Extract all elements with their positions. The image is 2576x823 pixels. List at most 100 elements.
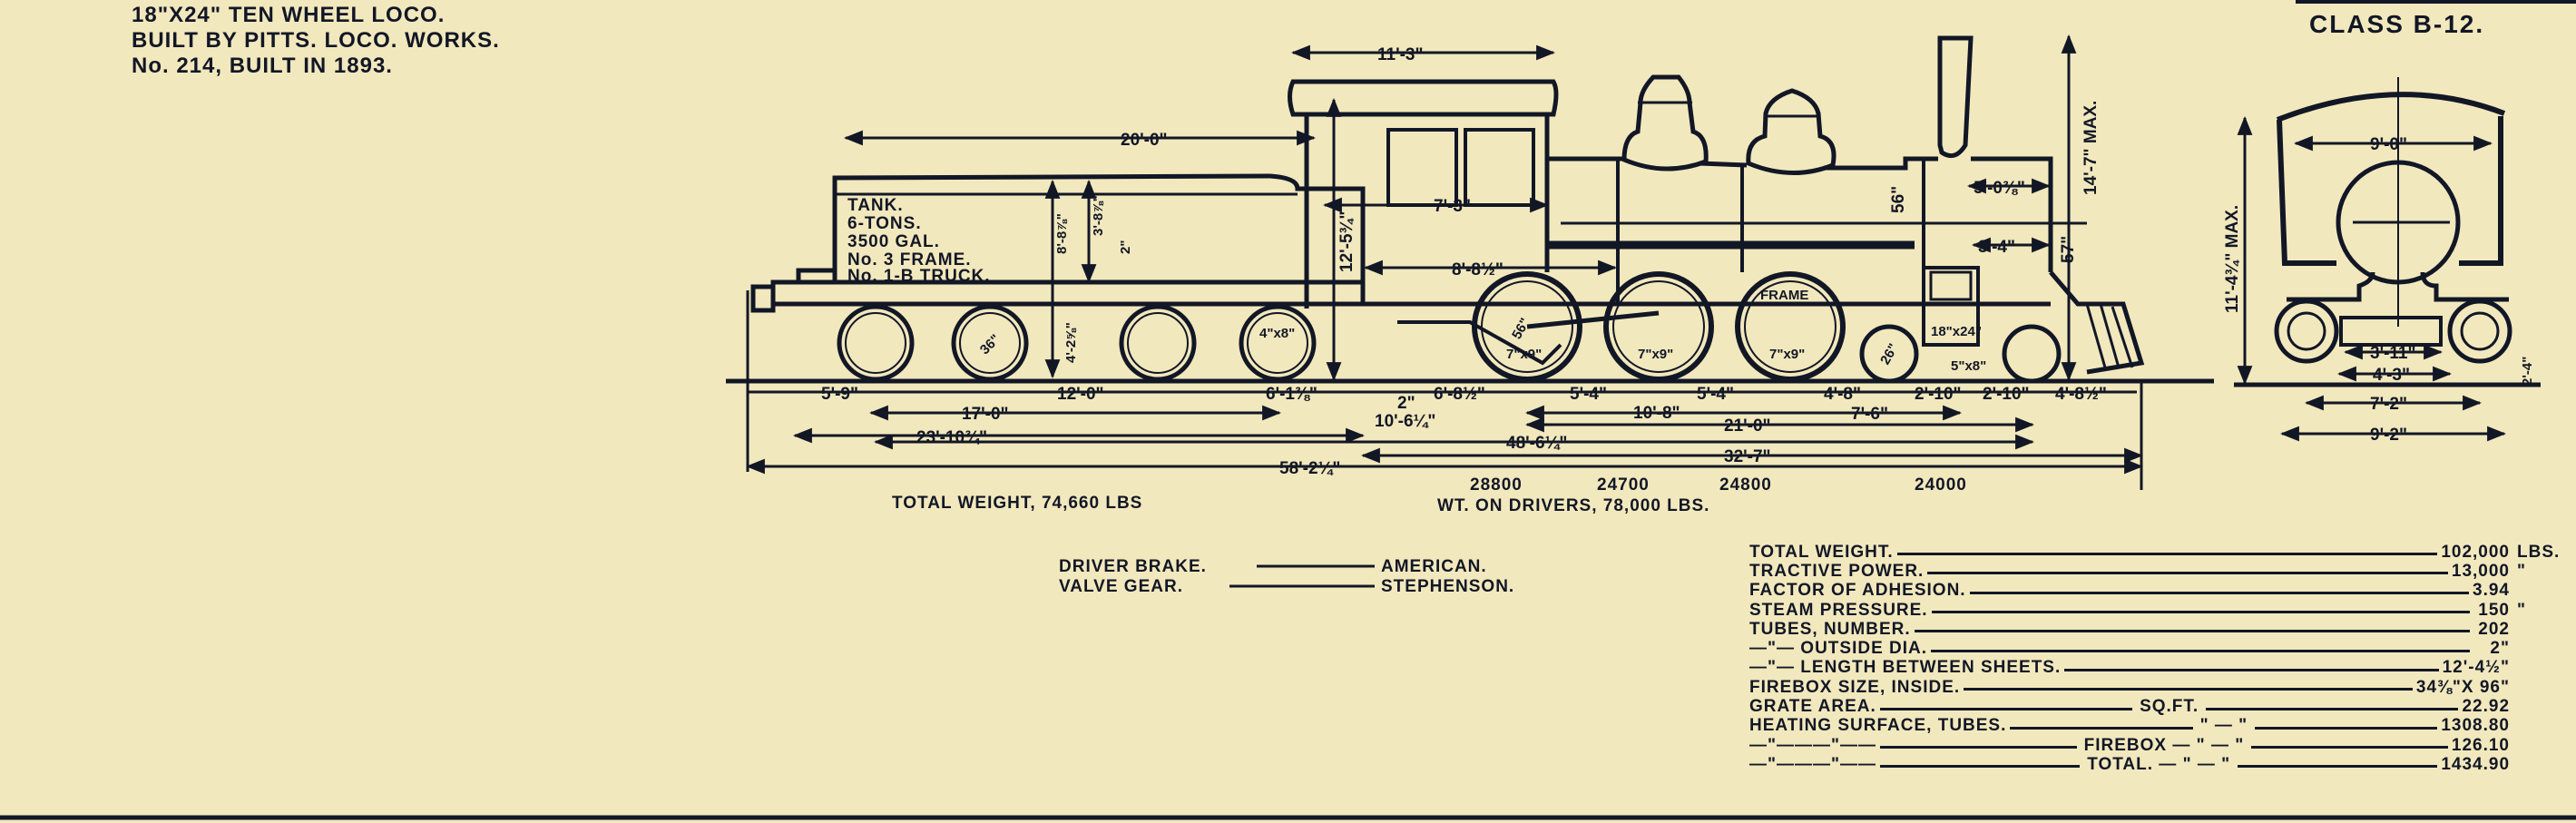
tender-total-weight: TOTAL WEIGHT, 74,660 LBS <box>892 494 1142 513</box>
dim-row1-10: 4'-8½" <box>2055 385 2107 404</box>
spec-row: —"———"—— FIREBOX — " — " 126.10 <box>1749 736 2573 755</box>
locomotive <box>1288 35 2145 375</box>
spec-value: 126.10 <box>2451 735 2510 755</box>
leader-line <box>1931 649 2470 652</box>
leader-line <box>1969 591 2470 594</box>
driver-diameter: 56" <box>1509 316 1533 342</box>
dim-max-height: 14'-7" MAX. <box>2081 101 2101 195</box>
spec-label: HEATING SURFACE, TUBES. <box>1749 716 2007 736</box>
spec-mid: " — " <box>2199 716 2248 736</box>
dim-cab-length: 7'-3" <box>1434 197 1471 216</box>
dim-row1-2: 6'-1⅜" <box>1266 385 1317 404</box>
dim-row1-9: 2'-10" <box>1983 385 2030 404</box>
tender-label-tons: 6-TONS. <box>847 214 922 233</box>
spec-value: 150 <box>2478 600 2510 620</box>
spec-value: 3.94 <box>2473 581 2510 601</box>
spec-label: FIREBOX SIZE, INSIDE. <box>1749 677 1961 697</box>
spec-label: —"— LENGTH BETWEEN SHEETS. <box>1749 658 2062 678</box>
dim-row1-8: 2'-10" <box>1915 385 1962 404</box>
leader-line <box>1964 688 2413 691</box>
spec-row: HEATING SURFACE, TUBES. " — " 1308.80 <box>1749 716 2573 736</box>
truck-journal: 5"x8" <box>1951 358 1986 374</box>
spec-label: TRACTIVE POWER. <box>1749 561 1925 581</box>
dim-tender-length: 20'-0" <box>1121 131 1168 150</box>
dim-truck-distance: 7'-6" <box>1851 405 1888 424</box>
spec-row: TOTAL WEIGHT. 102,000 LBS. <box>1749 543 2573 562</box>
title-line-2: BUILT BY PITTS. LOCO. WORKS. <box>132 28 500 53</box>
spec-value: 1308.80 <box>2441 716 2510 736</box>
tender-label-frame: No. 3 FRAME. <box>847 250 972 269</box>
driver-journal-1: 7"x9" <box>1506 347 1542 362</box>
valve-gear-value: STEPHENSON. <box>1381 577 1514 596</box>
leader-line <box>1880 765 2081 769</box>
end-cab-width: 9'-0" <box>2370 135 2407 154</box>
leader-line <box>2251 746 2448 750</box>
leader-line <box>1914 630 2470 633</box>
leader-line <box>2010 726 2193 730</box>
dim-gap: 10'-6¼" <box>1375 412 1435 431</box>
tender-wheel-diameter: 36" <box>977 331 1004 358</box>
dim-cab-height: 12'-5¾" <box>1337 211 1357 272</box>
tender-wheels <box>837 304 1317 382</box>
tender-label-tank: TANK. <box>847 196 904 215</box>
spec-label: TOTAL WEIGHT. <box>1749 542 1894 562</box>
spec-row: GRATE AREA. SQ.FT. 22.92 <box>1749 697 2573 716</box>
axle-weight-4: 24000 <box>1915 475 1967 495</box>
dim-row1-1: 12'-0" <box>1057 385 1104 404</box>
weight-on-drivers: WT. ON DRIVERS, 78,000 LBS. <box>1437 496 1709 515</box>
spec-unit: LBS. <box>2517 542 2561 562</box>
title-line-3: No. 214, BUILT IN 1893. <box>132 54 393 78</box>
driver-journal-3: 7"x9" <box>1769 347 1805 362</box>
dim-row1-4: 6'-8½" <box>1434 385 1485 404</box>
tender-label-truck: No. 1-B TRUCK. <box>847 267 991 286</box>
leader-line <box>1896 553 2438 556</box>
frame-label: FRAME <box>1760 288 1808 303</box>
spec-mid: SQ.FT. <box>2140 697 2199 717</box>
spec-mid: FIREBOX — " — " <box>2083 735 2245 755</box>
dim-smokebox: 5'-0⅜" <box>1974 179 2025 198</box>
spec-value: 22.92 <box>2462 697 2511 717</box>
axle-weight-3: 24800 <box>1719 475 1772 495</box>
leader-line <box>2064 668 2439 671</box>
spec-value: 34⅜"X 96" <box>2415 677 2510 697</box>
dim-boiler-diameter: 56" <box>1889 186 1908 213</box>
driver-journal-2: 7"x9" <box>1638 347 1673 362</box>
spec-value: 12'-4½" <box>2442 658 2510 678</box>
dim-engine-length: 32'-7" <box>1724 447 1771 466</box>
spec-row: TUBES, NUMBER. 202 <box>1749 620 2573 639</box>
axle-weight-1: 28800 <box>1470 475 1523 495</box>
dim-cab-roof: 11'-3" <box>1377 45 1424 64</box>
spec-value: 2" <box>2490 639 2510 659</box>
dim-tender-total: 23'-10¾" <box>916 428 987 447</box>
dim-tender-wheelbase: 17'-0" <box>962 405 1009 424</box>
spec-row: —"— LENGTH BETWEEN SHEETS. 12'-4½" <box>1749 658 2573 678</box>
spec-row: FIREBOX SIZE, INSIDE. 34⅜"X 96" <box>1749 678 2573 697</box>
spec-label: STEAM PRESSURE. <box>1749 600 1928 620</box>
valve-gear-label: VALVE GEAR. <box>1059 577 1183 596</box>
leader-line <box>1931 611 2470 614</box>
leader-line <box>1879 707 2133 710</box>
dim-frame-height: 4'-2⅝" <box>1063 322 1079 363</box>
tender-label-gallons: 3500 GAL. <box>847 232 940 251</box>
end-dim-1: 3'-11" <box>2370 344 2416 363</box>
spec-value: 13,000 <box>2451 561 2510 581</box>
dim-row1-3: 2" <box>1397 394 1415 413</box>
spec-mid: TOTAL. — " — " <box>2087 754 2231 774</box>
spec-row: TRACTIVE POWER. 13,000 " <box>1749 562 2573 581</box>
spec-label: —"———"—— <box>1749 735 1877 755</box>
dim-total-wheelbase: 48'-6¼" <box>1506 434 1567 453</box>
dim-row1-6: 5'-4" <box>1697 385 1734 404</box>
leader-line <box>2238 765 2438 769</box>
leader-line <box>2206 707 2459 710</box>
truck-wheels <box>1859 324 2062 384</box>
class-label: CLASS B-12. <box>2309 10 2484 38</box>
dim-overall-length: 58'-2¼" <box>1279 459 1340 478</box>
end-gauge: 7'-2" <box>2370 395 2407 414</box>
dim-smokebox-height: 3'-4" <box>1978 238 2015 257</box>
driver-brake-value: AMERICAN. <box>1381 557 1487 576</box>
spec-unit: " <box>2517 600 2527 620</box>
specification-table: TOTAL WEIGHT. 102,000 LBS.TRACTIVE POWER… <box>1749 543 2573 775</box>
dim-row1-5: 5'-4" <box>1570 385 1607 404</box>
axle-weight-2: 24700 <box>1597 475 1650 495</box>
dim-tank-height-2: 3'-8⅞" <box>1091 195 1106 236</box>
